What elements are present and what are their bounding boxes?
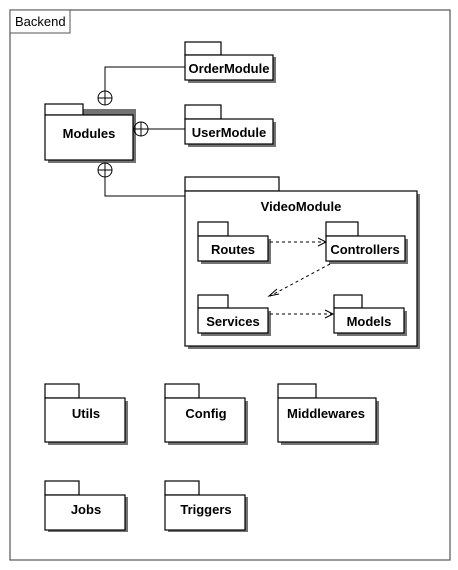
package-triggers: Triggers — [164, 480, 248, 532]
package-utils: Utils — [44, 383, 128, 445]
package-jobs-label: Jobs — [71, 502, 101, 517]
package-video-module-label: VideoModule — [261, 199, 342, 214]
package-order-module-label: OrderModule — [189, 61, 270, 76]
package-modules: Modules — [44, 103, 136, 163]
package-order-module: OrderModule — [184, 41, 276, 83]
package-config: Config — [164, 383, 248, 445]
package-config-label: Config — [185, 406, 226, 421]
package-modules-label: Modules — [63, 126, 116, 141]
package-utils-label: Utils — [72, 406, 100, 421]
dependency-controllers-services — [267, 263, 331, 297]
package-triggers-label: Triggers — [180, 502, 231, 517]
package-routes: Routes — [197, 221, 271, 264]
package-jobs: Jobs — [44, 480, 128, 532]
package-services-label: Services — [206, 314, 260, 329]
package-video-module: VideoModule Routes Controllers — [184, 176, 420, 349]
package-models-label: Models — [347, 314, 392, 329]
package-controllers-label: Controllers — [330, 242, 399, 257]
backend-frame-label: Backend — [15, 14, 66, 29]
package-controllers: Controllers — [325, 221, 408, 264]
package-user-module: UserModule — [184, 104, 276, 147]
dependency-services-models — [270, 309, 335, 319]
containment-connector-user — [133, 121, 185, 137]
package-models: Models — [333, 294, 407, 336]
package-services: Services — [197, 294, 271, 336]
package-routes-label: Routes — [211, 242, 255, 257]
package-middlewares-label: Middlewares — [287, 406, 365, 421]
package-user-module-label: UserModule — [192, 125, 266, 140]
containment-connector-order — [97, 66, 185, 106]
package-middlewares: Middlewares — [277, 383, 379, 445]
